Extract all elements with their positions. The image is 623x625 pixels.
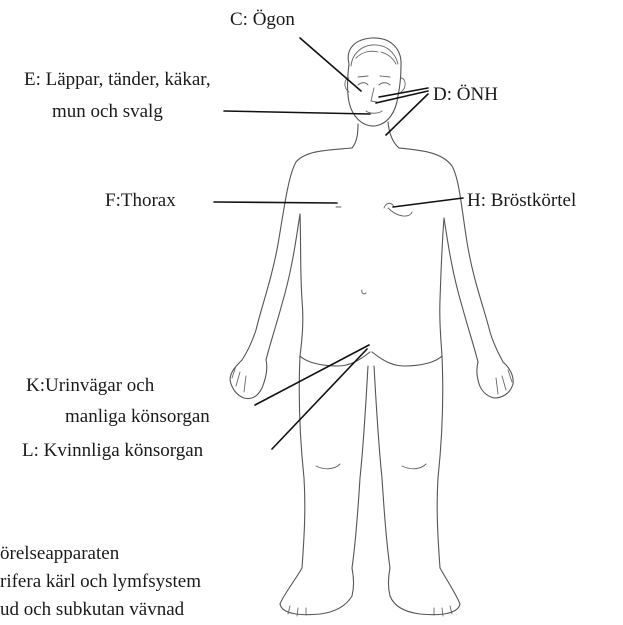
leader-h <box>393 198 463 207</box>
human-figure <box>230 38 513 616</box>
leader-k <box>255 345 369 405</box>
label-bottom-2: rifera kärl och lymfsystem <box>0 571 201 592</box>
label-c-eyes: C: Ögon <box>230 9 295 30</box>
leader-l <box>272 349 367 449</box>
labels: C: Ögon D: ÖNH E: Läppar, tänder, käkar,… <box>0 9 576 620</box>
label-l: L: Kvinnliga könsorgan <box>22 440 204 461</box>
leader-f <box>214 202 337 203</box>
label-f-thorax: F:Thorax <box>105 190 176 211</box>
leader-e <box>224 111 370 114</box>
label-e-line1: E: Läppar, tänder, käkar, <box>24 69 211 90</box>
label-k-line1: K:Urinvägar och <box>26 375 155 396</box>
label-d-ent: D: ÖNH <box>433 84 498 105</box>
leader-lines <box>214 38 463 449</box>
label-h-breast: H: Bröstkörtel <box>467 190 576 211</box>
label-k-line2: manliga könsorgan <box>65 406 210 427</box>
label-bottom-3: ud och subkutan vävnad <box>0 599 185 620</box>
label-e-line2: mun och svalg <box>52 101 163 122</box>
label-bottom-1: örelseapparaten <box>0 543 120 564</box>
